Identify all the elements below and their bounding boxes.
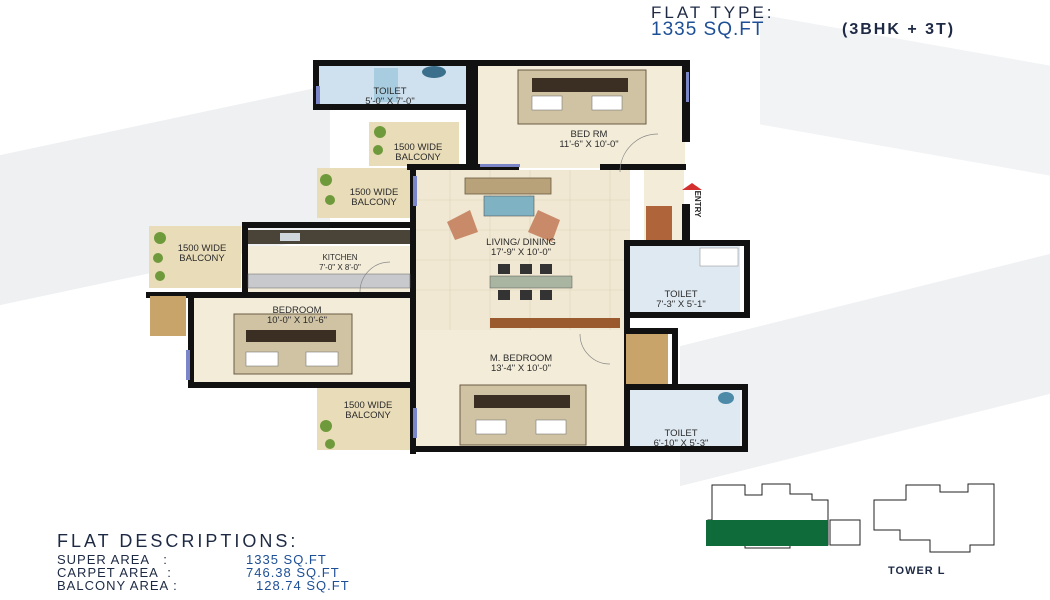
tower-label: TOWER L: [888, 565, 946, 577]
door-swings: [359, 133, 659, 365]
room-size: 17'-9" X 10'-0": [490, 247, 551, 258]
balcony-2-label: 1500 WIDE BALCONY: [336, 188, 412, 208]
room-size: 10'-0" X 10'-6": [266, 315, 327, 326]
room-subname: BALCONY: [345, 410, 391, 421]
room-subname: BALCONY: [395, 152, 441, 163]
super-area-label: SUPER AREA :: [57, 552, 168, 567]
room-name: BED RM: [570, 129, 608, 140]
room-name: 1500 WIDE: [177, 243, 227, 254]
windows: [186, 72, 689, 438]
room-name: BEDROOM: [272, 305, 322, 316]
room-name: 1500 WIDE: [349, 187, 399, 198]
toilet-mid-label: TOILET 7'-3" X 5'-1": [636, 290, 726, 310]
carpet-area-value: 746.38 SQ.FT: [246, 565, 340, 580]
balcony-plants: [153, 126, 386, 449]
room-size: 7'-3" X 5'-1": [656, 299, 706, 310]
balcony-area-label: BALCONY AREA :: [57, 578, 178, 593]
furniture: [150, 66, 739, 446]
master-bedroom-label: M. BEDROOM 13'-4" X 10'-0": [466, 354, 576, 374]
room-subname: BALCONY: [351, 197, 397, 208]
room-name: LIVING/ DINING: [486, 237, 556, 248]
key-plan-highlight: [706, 520, 828, 546]
toilet-bottom-label: TOILET 6'-10" X 5'-3": [636, 429, 726, 449]
toilet-top-label: TOILET 5'-0" X 7'-0": [360, 87, 420, 107]
super-area-value: 1335 SQ.FT: [246, 552, 327, 567]
living-dining-label: LIVING/ DINING 17'-9" X 10'-0": [462, 238, 580, 258]
room-size: 11'-6" X 10'-0": [559, 139, 619, 150]
room-size: 7'-0" X 8'-0": [319, 263, 361, 272]
room-name: TOILET: [664, 289, 698, 300]
flat-area-heading: 1335 SQ.FT: [651, 19, 765, 40]
room-name: M. BEDROOM: [489, 353, 553, 364]
kitchen-label: KITCHEN 7'-0" X 8'-0": [300, 253, 380, 273]
flat-type-label: FLAT TYPE:: [651, 3, 775, 22]
room-name: TOILET: [664, 428, 698, 439]
balcony-area-value: 128.74 SQ.FT: [256, 578, 350, 593]
room-name: KITCHEN: [322, 253, 358, 262]
entry-label: ENTRY: [693, 190, 702, 218]
bedroom-label: BEDROOM 10'-0" X 10'-6": [245, 306, 349, 326]
entry-arrow-icon: [682, 183, 702, 190]
descriptions-title: FLAT DESCRIPTIONS:: [57, 531, 299, 551]
room-name: TOILET: [373, 86, 407, 97]
balcony-3-label: 1500 WIDE BALCONY: [164, 244, 240, 264]
room-name: 1500 WIDE: [343, 400, 393, 411]
flat-config-heading: (3BHK + 3T): [842, 21, 956, 38]
carpet-area-label: CARPET AREA :: [57, 565, 172, 580]
balcony-1-label: 1500 WIDE BALCONY: [383, 143, 453, 163]
room-size: 6'-10" X 5'-3": [653, 438, 709, 449]
room-size: 13'-4" X 10'-0": [490, 363, 551, 374]
room-subname: BALCONY: [179, 253, 225, 264]
bedroom-top-label: BED RM 11'-6" X 10'-0": [534, 130, 644, 150]
balcony-4-label: 1500 WIDE BALCONY: [330, 401, 406, 421]
room-name: 1500 WIDE: [393, 142, 443, 153]
room-size: 5'-0" X 7'-0": [365, 96, 415, 107]
